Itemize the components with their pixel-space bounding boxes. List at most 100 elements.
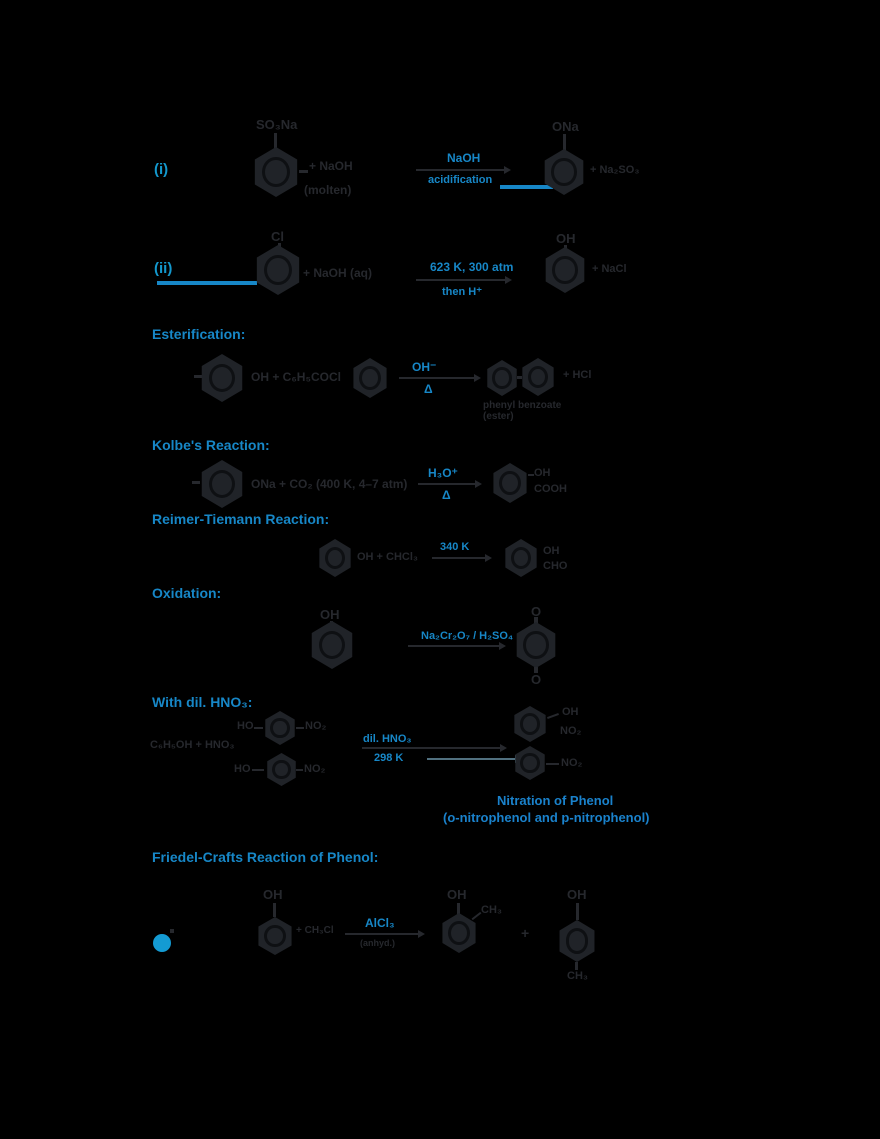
substituent-label: NO₂ xyxy=(560,725,582,737)
benzene-ring xyxy=(310,621,354,669)
substituent-label: NO₂ xyxy=(561,757,583,769)
arrow-label-above: Na₂Cr₂O₇ / H₂SO₄ xyxy=(421,630,514,642)
substituent-label: CH₃ xyxy=(567,970,588,982)
reagent-text: + CH₃Cl xyxy=(296,925,334,936)
plus-sign: + xyxy=(521,925,530,941)
benzene-ring xyxy=(504,539,538,577)
double-bond xyxy=(534,667,538,673)
substituent-label: OH xyxy=(320,607,340,622)
reagent-text: OH + CHCl₃ xyxy=(357,551,419,563)
substituent-label: COOH xyxy=(534,483,567,495)
substituent-label: OH xyxy=(562,706,579,718)
benzene-ring xyxy=(514,746,546,780)
bond xyxy=(299,170,308,173)
benzene-ring xyxy=(318,539,352,577)
benzene-ring xyxy=(266,753,297,786)
benzene-ring xyxy=(543,149,585,195)
arrow-label-below: then H⁺ xyxy=(442,286,483,298)
benzene-ring xyxy=(200,354,244,402)
bond xyxy=(254,727,263,729)
bullet-marker xyxy=(153,934,171,952)
product-caption: (ester) xyxy=(483,411,514,422)
benzene-ring xyxy=(513,706,547,742)
arrow-label-above: OH⁻ xyxy=(412,360,437,374)
link-underline[interactable] xyxy=(500,185,553,189)
benzene-ring xyxy=(441,913,477,953)
substituent-label: Cl xyxy=(271,229,284,244)
reagent-text: OH + C₆H₅COCl xyxy=(251,370,341,384)
substituent-label: NO₂ xyxy=(305,720,327,732)
bond xyxy=(563,134,566,150)
arrow-label-below: Δ xyxy=(442,488,451,502)
arrow-label-below: acidification xyxy=(428,174,493,186)
benzene-ring xyxy=(492,463,528,503)
bond xyxy=(575,962,578,970)
byproduct-text: + HCl xyxy=(563,369,592,381)
bond xyxy=(296,769,303,771)
reagent-text: ONa + CO₂ (400 K, 4–7 atm) xyxy=(251,477,408,491)
bond xyxy=(564,245,567,248)
substituent-label: HO xyxy=(234,763,251,775)
reaction-arrow xyxy=(399,374,481,382)
bond xyxy=(252,769,264,771)
bond xyxy=(296,727,304,729)
byproduct-text: + NaCl xyxy=(592,263,627,275)
substituent-label: OH xyxy=(447,887,467,902)
reaction-arrow xyxy=(408,642,506,650)
bond xyxy=(273,903,276,917)
reagent-text: (molten) xyxy=(304,183,352,197)
benzene-ring xyxy=(515,622,557,668)
bond xyxy=(547,713,559,719)
reaction-arrow xyxy=(362,744,507,752)
bond xyxy=(278,243,281,247)
section-title-kolbe: Kolbe's Reaction: xyxy=(152,437,270,453)
product-caption: phenyl benzoate xyxy=(483,400,562,411)
list-marker-i: (i) xyxy=(154,161,169,178)
reaction-arrow xyxy=(416,276,512,284)
bond xyxy=(528,474,534,476)
bond xyxy=(517,376,522,379)
substituent-label: O xyxy=(531,604,542,619)
list-marker-ii: (ii) xyxy=(154,260,173,277)
reaction-arrow xyxy=(416,166,511,174)
substituent-label: OH xyxy=(534,467,551,479)
benzene-ring xyxy=(257,917,293,955)
section-title-reimer-tiemann: Reimer-Tiemann Reaction: xyxy=(152,511,330,527)
bond xyxy=(170,929,174,933)
bond xyxy=(457,903,460,914)
substituent-label: ONa xyxy=(552,119,579,134)
benzene-ring xyxy=(486,360,518,396)
substituent-label: OH xyxy=(556,231,576,246)
secondary-arrow xyxy=(427,755,522,763)
benzene-ring xyxy=(558,920,596,962)
arrow-label-above: 623 K, 300 atm xyxy=(430,260,514,274)
substituent-label: CH₃ xyxy=(481,904,502,916)
figure-caption-line2: (o-nitrophenol and p-nitrophenol) xyxy=(443,810,650,825)
link-underline[interactable] xyxy=(157,281,257,285)
double-bond xyxy=(534,617,538,623)
arrow-label-below: 298 K xyxy=(374,752,404,764)
substituent-label: OH xyxy=(263,887,283,902)
substituent-label: O xyxy=(531,672,542,687)
reaction-arrow xyxy=(345,930,425,938)
bond xyxy=(192,481,200,484)
section-title-nitration: With dil. HNO₃: xyxy=(152,694,253,710)
reaction-arrow xyxy=(432,554,492,562)
arrow-label-below: Δ xyxy=(424,382,433,396)
benzene-ring xyxy=(521,358,555,396)
section-title-oxidation: Oxidation: xyxy=(152,585,222,601)
benzene-ring xyxy=(200,460,244,508)
byproduct-text: + Na₂SO₃ xyxy=(590,164,640,176)
benzene-ring xyxy=(544,247,586,293)
arrow-label-above: dil. HNO₃ xyxy=(363,733,412,745)
arrow-label-above: NaOH xyxy=(447,151,481,165)
figure-caption-line1: Nitration of Phenol xyxy=(497,793,614,808)
bond xyxy=(194,375,202,378)
substituent-label: OH xyxy=(567,887,587,902)
bond xyxy=(546,763,559,765)
arrow-label-above: 340 K xyxy=(440,541,470,553)
section-title-esterification: Esterification: xyxy=(152,326,246,342)
reagent-text: + NaOH (aq) xyxy=(303,266,373,280)
benzene-ring xyxy=(264,711,296,745)
